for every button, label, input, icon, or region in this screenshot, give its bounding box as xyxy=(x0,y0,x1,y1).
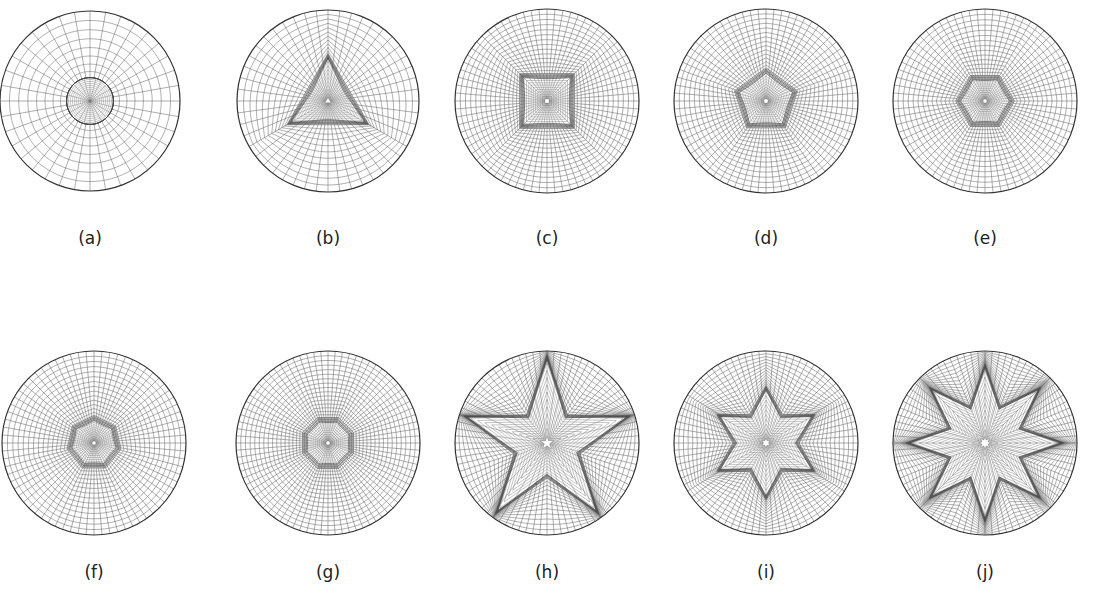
domain-circle xyxy=(0,11,180,191)
mesh-lines xyxy=(67,78,114,125)
panel-label: (a) xyxy=(78,228,102,248)
panel-label: (f) xyxy=(84,562,103,582)
domain-circle xyxy=(236,351,420,535)
panel-label: (e) xyxy=(973,228,997,248)
panel-label: (g) xyxy=(316,562,340,582)
domain-circle xyxy=(893,351,1077,535)
mesh-lines xyxy=(67,78,114,125)
domain-circle xyxy=(455,9,639,193)
mesh-lines xyxy=(464,356,630,514)
mesh-lines xyxy=(520,74,574,128)
domain-circle xyxy=(2,351,186,535)
mesh-lines xyxy=(674,351,858,535)
mesh-lines xyxy=(455,9,639,193)
mesh-lines xyxy=(303,418,354,469)
domain-circle xyxy=(237,10,419,192)
mesh-lines xyxy=(893,351,1077,535)
domain-circle xyxy=(674,9,858,193)
panel-label: (b) xyxy=(316,228,340,248)
mesh-lines xyxy=(893,9,1077,193)
mesh-lines xyxy=(67,415,121,467)
mesh-lines xyxy=(455,351,639,535)
mesh-lines xyxy=(471,357,623,507)
domain-circle xyxy=(893,9,1077,193)
mesh-lines xyxy=(287,54,369,125)
mesh-lines xyxy=(674,9,858,193)
mesh-lines xyxy=(718,387,815,499)
panel-label: (c) xyxy=(536,228,559,248)
panel-label: (d) xyxy=(754,228,778,248)
mesh-lines xyxy=(236,351,420,535)
mesh-lines xyxy=(288,55,368,125)
domain-circle xyxy=(455,351,639,535)
mesh-lines xyxy=(956,76,1015,127)
domain-circle xyxy=(674,351,858,535)
panel-label: (i) xyxy=(757,562,775,582)
mesh-lines xyxy=(956,76,1014,126)
panel-label: (h) xyxy=(535,562,559,582)
panel-label: (j) xyxy=(976,562,994,582)
mesh-lines xyxy=(717,386,816,500)
mesh-lines xyxy=(906,364,1064,522)
mesh-lines xyxy=(520,74,575,129)
mesh-lines xyxy=(735,68,798,128)
mesh-lines xyxy=(237,10,419,192)
mesh-lines xyxy=(0,11,180,191)
mesh-lines xyxy=(2,351,186,535)
mesh-lines xyxy=(68,416,120,467)
mesh-lines xyxy=(303,418,353,468)
